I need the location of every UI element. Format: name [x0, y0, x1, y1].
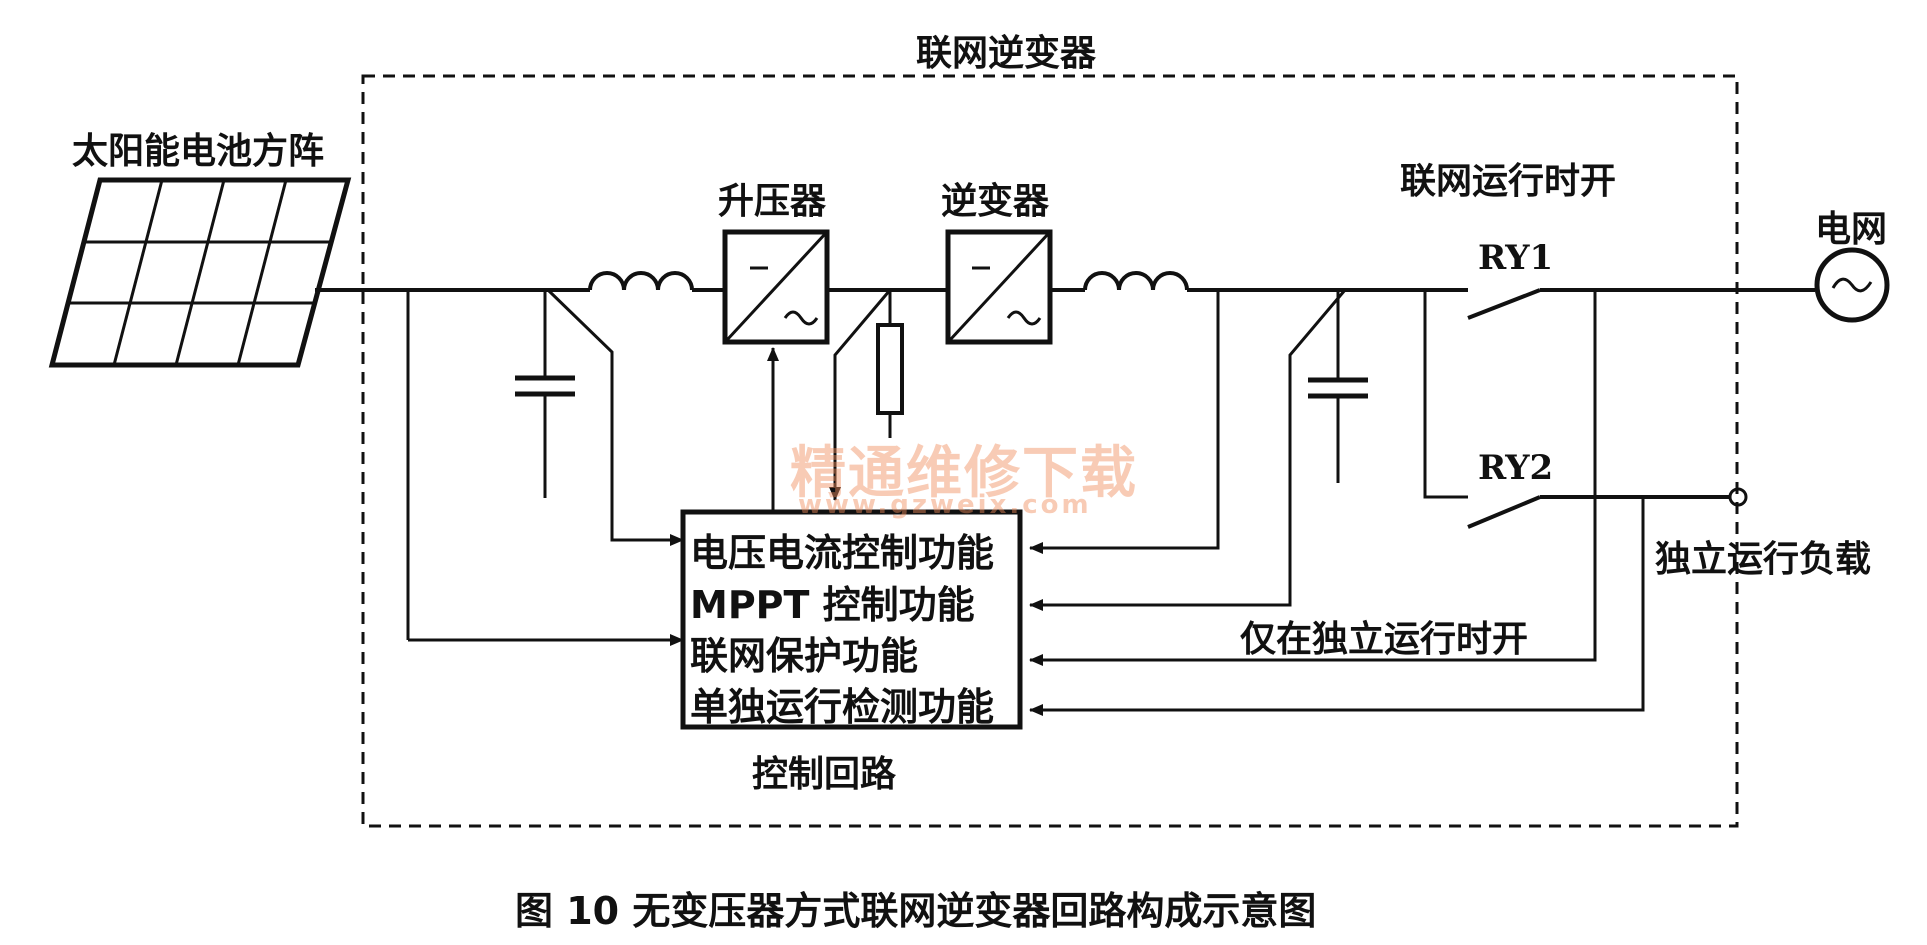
grid-ac-source-icon — [1814, 247, 1890, 323]
booster-label: 升压器 — [718, 181, 827, 222]
inverter-label: 逆变器 — [941, 181, 1050, 222]
inductor-2-icon — [1083, 271, 1189, 291]
control-function-grid-protection: 联网保护功能 — [690, 634, 919, 678]
inverter-box-label: 联网逆变器 — [916, 33, 1097, 74]
control-function-mppt: MPPT 控制功能 — [690, 583, 975, 627]
inverter-enclosure — [361, 74, 1739, 828]
control-function-islanding-detection: 单独运行检测功能 — [690, 685, 995, 729]
inverter-block — [945, 229, 1053, 345]
solar-panel-icon — [48, 177, 352, 368]
resistor-icon — [876, 323, 904, 415]
ry2-label: RY2 — [1478, 448, 1554, 488]
booster-block — [722, 229, 830, 345]
grid-run-open-label: 联网运行时开 — [1400, 161, 1617, 202]
standalone-load-terminal-icon — [1728, 487, 1748, 507]
grid-label: 电网 — [1815, 209, 1888, 250]
control-circuit-block — [680, 509, 1023, 730]
solar-array-label: 太阳能电池方阵 — [72, 131, 325, 172]
ry1-switch-icon — [1467, 288, 1541, 320]
ry1-label: RY1 — [1478, 238, 1554, 278]
watermark-url: www.gzweix.com — [798, 490, 1092, 520]
watermark-text: 精通维修下载 — [790, 441, 1138, 506]
standalone-only-open-label: 仅在独立运行时开 — [1240, 619, 1529, 660]
figure-caption: 图 10 无变压器方式联网逆变器回路构成示意图 — [515, 889, 1317, 933]
ry2-switch-icon — [1467, 495, 1541, 529]
control-function-voltage-current: 电压电流控制功能 — [690, 531, 995, 575]
inductor-1-icon — [588, 271, 694, 291]
standalone-load-label: 独立运行负载 — [1655, 539, 1872, 580]
control-circuit-label: 控制回路 — [752, 754, 897, 795]
